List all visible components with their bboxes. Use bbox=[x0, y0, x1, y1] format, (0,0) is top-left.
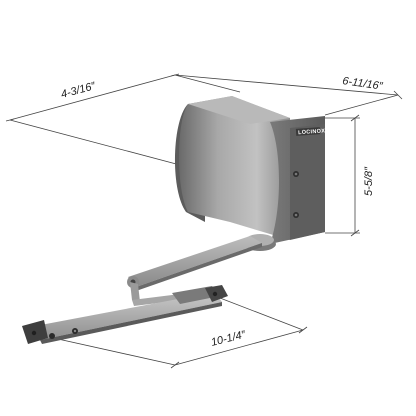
slide-rail bbox=[22, 285, 228, 344]
upper-arm bbox=[127, 234, 276, 291]
height-dimension-label: 5-5/8″ bbox=[363, 166, 375, 196]
depth-dimension-label: 6-11/16″ bbox=[342, 75, 385, 93]
brand-label: LOCINOX bbox=[298, 128, 326, 136]
depth-dimension: 6-11/16″ bbox=[174, 74, 403, 116]
height-dimension: 5-5/8″ bbox=[325, 114, 375, 237]
left-mount-screw-icon bbox=[49, 333, 55, 339]
closer-body: LOCINOX bbox=[174, 96, 326, 244]
arm-length-dimension-label: 10-1/4″ bbox=[210, 329, 248, 349]
